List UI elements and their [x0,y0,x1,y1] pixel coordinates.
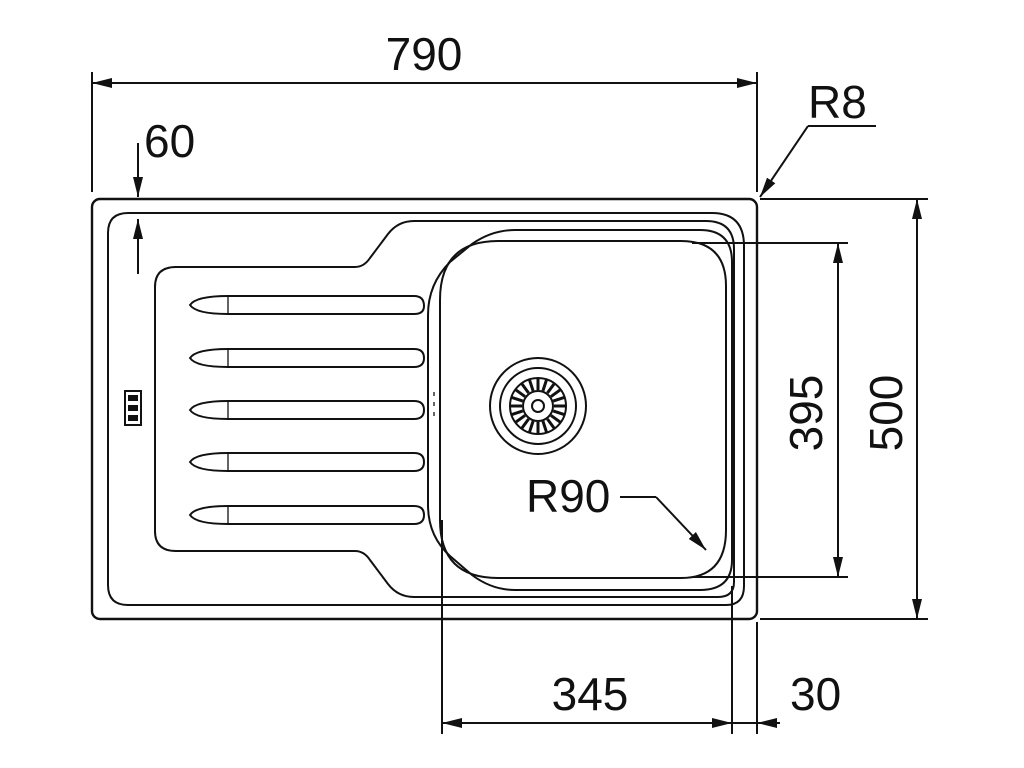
drainer-offset-label: 60 [144,115,195,167]
bowl-width-label: 345 [552,668,629,720]
dimension-bowl-height: 395 [692,242,848,578]
tap-hole-marker [124,390,142,426]
strainer-spoke [552,395,566,403]
strainer-spoke [552,409,566,417]
strainer-spoke [550,388,562,398]
strainer-spoke [546,382,556,394]
strainer-spoke [541,420,549,434]
sink-outline [90,197,759,621]
strainer-spoke [520,382,530,394]
edge-offset-label: 30 [790,668,841,720]
corner-radius-label: R8 [808,76,867,128]
groove-3 [188,400,426,420]
dimension-overall-width: 790 [91,28,758,192]
strainer-spoke [541,378,549,392]
bowl-radius-label: R90 [526,470,610,522]
groove-2 [188,348,426,368]
overall-height-label: 500 [860,375,912,452]
drainer-outline [154,220,735,598]
dimension-overall-height: 500 [760,198,928,620]
strainer-spoke [514,414,526,424]
strainer-spoke [510,409,524,417]
strainer-spoke [546,418,556,430]
strainer-spoke [550,414,562,424]
outer-rim [90,197,759,621]
dimension-bowl-width: 345 [441,520,758,734]
strainer-spoke [527,378,535,392]
groove-4 [188,452,426,472]
drain-strainer-icon [489,357,587,455]
dimension-bowl-radius: R90 [526,470,707,551]
inner-flange [107,212,745,606]
strainer-spoke [514,388,526,398]
dimension-edge-offset: 30 [732,668,841,728]
dimension-corner-radius: R8 [759,76,876,198]
strainer-spoke [520,418,530,430]
groove-5 [188,505,426,525]
bowl-basin [439,240,727,579]
drainer-grooves [188,295,426,525]
bowl-height-label: 395 [780,375,832,452]
strainer-spoke [527,420,535,434]
bowl-frame [427,229,733,591]
overall-width-label: 790 [386,28,463,80]
groove-1 [188,295,426,315]
strainer-spoke [510,395,524,403]
dimension-drainer-offset: 60 [133,115,195,274]
